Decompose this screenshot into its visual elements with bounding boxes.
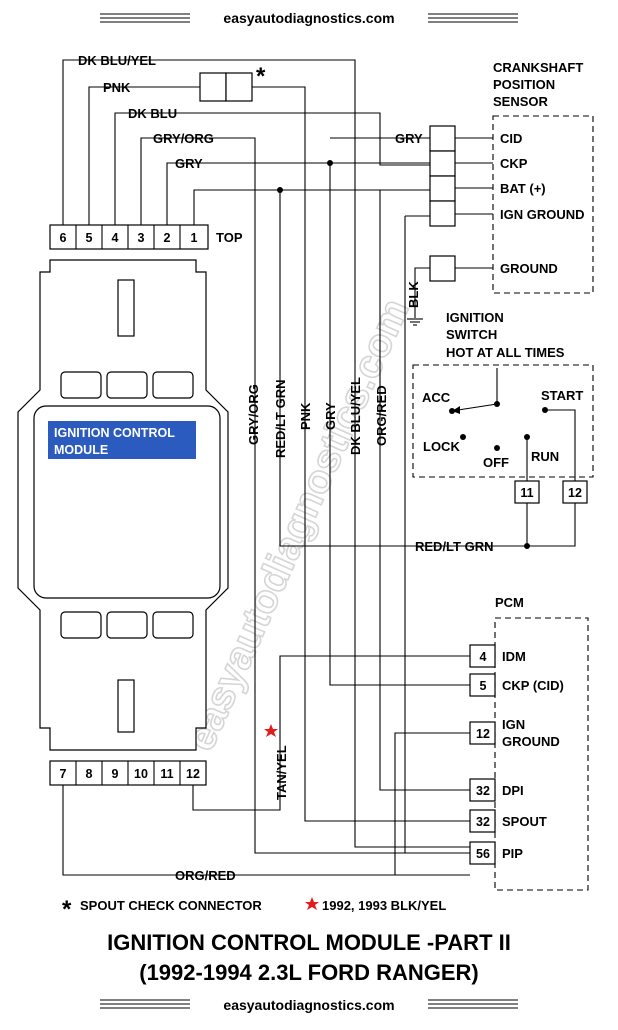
top-pin-1: 1 xyxy=(191,231,198,245)
top-pin-5: 5 xyxy=(86,231,93,245)
bottom-pin-11: 11 xyxy=(160,767,173,781)
switch-title-1: IGNITION xyxy=(446,310,504,325)
switch-title-3: HOT AT ALL TIMES xyxy=(446,345,565,360)
switch-acc: ACC xyxy=(422,390,451,405)
pcm-pin-32-dpi: 32 xyxy=(476,784,490,798)
pcm-label-ign: IGN xyxy=(502,717,525,732)
switch-off: OFF xyxy=(483,455,509,470)
pcm-pin-4: 4 xyxy=(480,650,487,664)
switch-terminal-11: 11 xyxy=(520,486,533,500)
star-icon xyxy=(264,724,278,737)
pcm-label-ckp: CKP (CID) xyxy=(502,678,564,693)
legend: * SPOUT CHECK CONNECTOR 1992, 1993 BLK/Y… xyxy=(62,896,446,923)
pcm-label-spout: SPOUT xyxy=(502,814,547,829)
module-label-box xyxy=(48,421,196,459)
pcm-title: PCM xyxy=(495,595,524,610)
switch-start: START xyxy=(541,388,583,403)
crank-terminal-ckp: CKP xyxy=(500,156,528,171)
crank-title-1: CRANKSHAFT xyxy=(493,60,583,75)
spout-connector-left xyxy=(199,72,227,102)
pcm: PCM 4 5 12 32 32 56 IDM CKP (CID) IGN GR… xyxy=(469,595,589,891)
legend-asterisk: * xyxy=(62,896,72,923)
wire-label-blk: BLK xyxy=(406,281,421,308)
wire-label-dk-blu-yel: DK BLU/YEL xyxy=(78,53,156,68)
site-url-bottom: easyautodiagnostics.com xyxy=(223,997,394,1013)
vertical-wire-labels: GRY/ORG RED/LT GRN PNK GRY DK BLU/YEL OR… xyxy=(246,377,389,458)
pcm-pin-5: 5 xyxy=(480,679,487,693)
top-pin-2: 2 xyxy=(164,231,171,245)
crank-title-2: POSITION xyxy=(493,77,555,92)
wire-label-gry-v: GRY xyxy=(323,402,338,430)
switch-terminal-12: 12 xyxy=(568,486,582,500)
crankshaft-position-sensor: CRANKSHAFT POSITION SENSOR CID CKP BAT (… xyxy=(406,60,594,326)
crank-ground: GROUND xyxy=(500,261,558,276)
pcm-label-pip: PIP xyxy=(502,846,523,861)
module-bottom-connector: 7 8 9 10 11 12 xyxy=(49,760,207,786)
bottom-pin-7: 7 xyxy=(60,767,67,781)
pcm-pin-32-spout: 32 xyxy=(476,815,490,829)
bottom-pin-10: 10 xyxy=(134,767,148,781)
module-top-connector: 6 5 4 3 2 1 TOP xyxy=(49,224,243,250)
pcm-pin-12: 12 xyxy=(476,727,490,741)
pcm-label-ground: GROUND xyxy=(502,734,560,749)
wire-label-red-lt-grn: RED/LT GRN xyxy=(273,380,288,458)
site-footer: easyautodiagnostics.com xyxy=(100,997,518,1013)
top-label: TOP xyxy=(216,230,243,245)
wire-label-gry-sensor: GRY xyxy=(395,131,423,146)
pcm-pin-56: 56 xyxy=(476,847,490,861)
title-line2: (1992-1994 2.3L FORD RANGER) xyxy=(139,960,479,985)
legend-star: 1992, 1993 BLK/YEL xyxy=(322,898,446,913)
wire-label-gry-org-v: GRY/ORG xyxy=(246,384,261,445)
wires-top: DK BLU/YEL PNK * DK BLU GRY/ORG GRY GRY … xyxy=(62,53,576,854)
top-pin-6: 6 xyxy=(60,231,67,245)
crank-terminal-cid: CID xyxy=(500,131,522,146)
switch-run: RUN xyxy=(531,449,559,464)
module-label-line2: MODULE xyxy=(54,443,108,457)
switch-lock: LOCK xyxy=(423,439,460,454)
crank-title-3: SENSOR xyxy=(493,94,549,109)
wire-label-tan-yel: TAN/YEL xyxy=(274,745,289,800)
top-pin-3: 3 xyxy=(138,231,145,245)
pcm-label-dpi: DPI xyxy=(502,783,524,798)
site-url-top: easyautodiagnostics.com xyxy=(223,10,394,26)
diagram-title: IGNITION CONTROL MODULE -PART II (1992-1… xyxy=(107,930,511,985)
module-label-line1: IGNITION CONTROL xyxy=(54,426,175,440)
spout-asterisk: * xyxy=(256,63,266,90)
crank-terminal-bat: BAT (+) xyxy=(500,181,546,196)
wire-label-dk-blu: DK BLU xyxy=(128,106,177,121)
wire-label-org-red-bottom: ORG/RED xyxy=(175,868,236,883)
site-header: easyautodiagnostics.com xyxy=(100,10,518,26)
wires-bottom: TAN/YEL ORG/RED xyxy=(62,190,470,883)
top-pin-4: 4 xyxy=(112,231,119,245)
wire-label-dk-blu-yel-v: DK BLU/YEL xyxy=(348,377,363,455)
legend-star-icon xyxy=(305,897,319,910)
ignition-switch: IGNITION SWITCH HOT AT ALL TIMES ACC LOC… xyxy=(412,310,594,504)
wire-label-pnk: PNK xyxy=(103,80,131,95)
switch-title-2: SWITCH xyxy=(446,327,497,342)
bottom-pin-12: 12 xyxy=(186,767,200,781)
ignition-control-module: IGNITION CONTROL MODULE xyxy=(17,259,229,751)
bottom-pin-8: 8 xyxy=(86,767,93,781)
wire-label-red-lt-grn-h: RED/LT GRN xyxy=(415,539,493,554)
wire-label-org-red-v: ORG/RED xyxy=(374,385,389,446)
bottom-pin-9: 9 xyxy=(112,767,119,781)
title-line1: IGNITION CONTROL MODULE -PART II xyxy=(107,930,511,955)
legend-spout: SPOUT CHECK CONNECTOR xyxy=(80,898,262,913)
wire-label-gry: GRY xyxy=(175,156,203,171)
wire-label-gry-org: GRY/ORG xyxy=(153,131,214,146)
wire-label-pnk-v: PNK xyxy=(298,402,313,430)
pcm-label-idm: IDM xyxy=(502,649,526,664)
spout-connector-right xyxy=(225,72,253,102)
crank-terminal-ign-ground: IGN GROUND xyxy=(500,207,585,222)
